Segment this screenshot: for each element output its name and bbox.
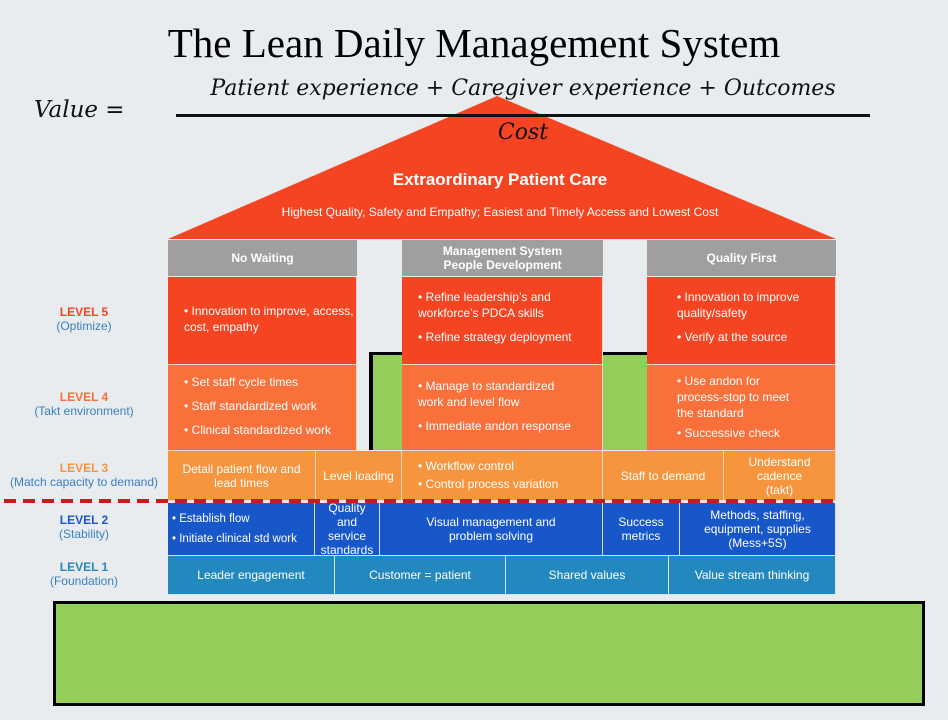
pillar-header-quality-first: Quality First [647,240,836,276]
formula-fraction-bar [176,114,870,117]
bullet: • Set staff cycle times [184,375,299,389]
bullet: • Manage to standardized work and level … [418,379,555,409]
page-title: The Lean Daily Management System [167,20,781,66]
bullet: • Innovation to improve quality/safety [677,290,800,320]
level-1-label: LEVEL 1 (Foundation) [0,560,168,588]
bullet: • Establish flow [172,513,250,525]
green-overlay-right [603,352,647,450]
pillar-header-no-waiting: No Waiting [168,240,357,276]
level1-customer-patient: Customer = patient [335,556,506,595]
level-4-name: LEVEL 4 [59,390,109,404]
level1-shared-values: Shared values [506,556,669,595]
formula-numerator: Patient experience + Caregiver experienc… [210,76,836,101]
bullet: • Refine strategy deployment [418,330,572,344]
level2-establish-flow: • Establish flow • Initiate clinical std… [168,503,315,556]
level3-staff-to-demand: Staff to demand [603,451,724,501]
bullet: • Verify at the source [677,330,788,344]
level-4-label: LEVEL 4 (Takt environment) [0,390,168,418]
level2-success-metrics: Success metrics [603,503,680,556]
formula-denominator: Cost [497,120,549,145]
level3-understand-cadence: Understand cadence (takt) [724,451,836,501]
bullet: • Innovation to improve, access, cost, e… [184,304,354,334]
level-5-desc: (Optimize) [56,319,112,333]
level2-visual-management: Visual management and problem solving [380,503,603,556]
bullet: • Initiate clinical std work [172,533,297,545]
green-overlay-bottom [53,601,925,706]
level-5-name: LEVEL 5 [59,305,109,319]
level-1-name: LEVEL 1 [59,560,109,574]
roof-triangle [168,96,836,239]
dashed-divider [4,499,836,503]
level-2-label: LEVEL 2 (Stability) [0,513,168,541]
level-1-desc: (Foundation) [49,574,119,588]
roof-title: Extraordinary Patient Care [392,170,608,189]
green-overlay-left [369,352,402,450]
bullet: • Control process variation [418,477,559,491]
bullet: • Clinical standardized work [184,423,331,437]
level3-workflow: • Workflow control • Control process var… [402,451,603,501]
level-4-desc: (Takt environment) [34,404,134,418]
level-2-desc: (Stability) [58,527,109,541]
level4-management: • Manage to standardized work and level … [402,365,603,451]
level-3-desc: (Match capacity to demand) [9,475,159,489]
bullet: • Successive check [677,426,780,440]
level5-no-waiting: • Innovation to improve, access, cost, e… [168,277,357,365]
level1-leader-engagement: Leader engagement [168,556,335,595]
bullet: • Use andon for process-stop to meet the… [677,374,790,420]
level-5-label: LEVEL 5 (Optimize) [0,305,168,333]
bullet: • Staff standardized work [184,399,317,413]
level2-quality-service: Quality and service standards [315,501,380,557]
bullet: • Workflow control [418,459,515,473]
roof-subtitle: Highest Quality, Safety and Empathy; Eas… [281,205,719,219]
level3-level-loading: Level loading [316,451,402,501]
level4-quality-first: • Use andon for process-stop to meet the… [647,365,836,451]
level5-quality-first: • Innovation to improve quality/safety •… [647,277,836,365]
bullet: • Immediate andon response [418,419,571,433]
pillar-header-management-system: Management System People Development [402,240,603,276]
level2-methods: Methods, staffing, equipment, supplies (… [680,503,836,556]
level5-management: • Refine leadership’s and workforce’s PD… [402,277,603,365]
level-2-name: LEVEL 2 [59,513,109,527]
level3-detail-patient-flow: Detail patient flow and lead times [168,451,316,501]
level1-value-stream: Value stream thinking [669,556,836,595]
formula-lhs: Value = [34,97,125,123]
level-3-name: LEVEL 3 [59,461,109,475]
level-3-label: LEVEL 3 (Match capacity to demand) [0,461,168,489]
level4-no-waiting: • Set staff cycle times • Staff standard… [168,365,357,451]
bullet: • Refine leadership’s and workforce’s PD… [418,290,551,320]
